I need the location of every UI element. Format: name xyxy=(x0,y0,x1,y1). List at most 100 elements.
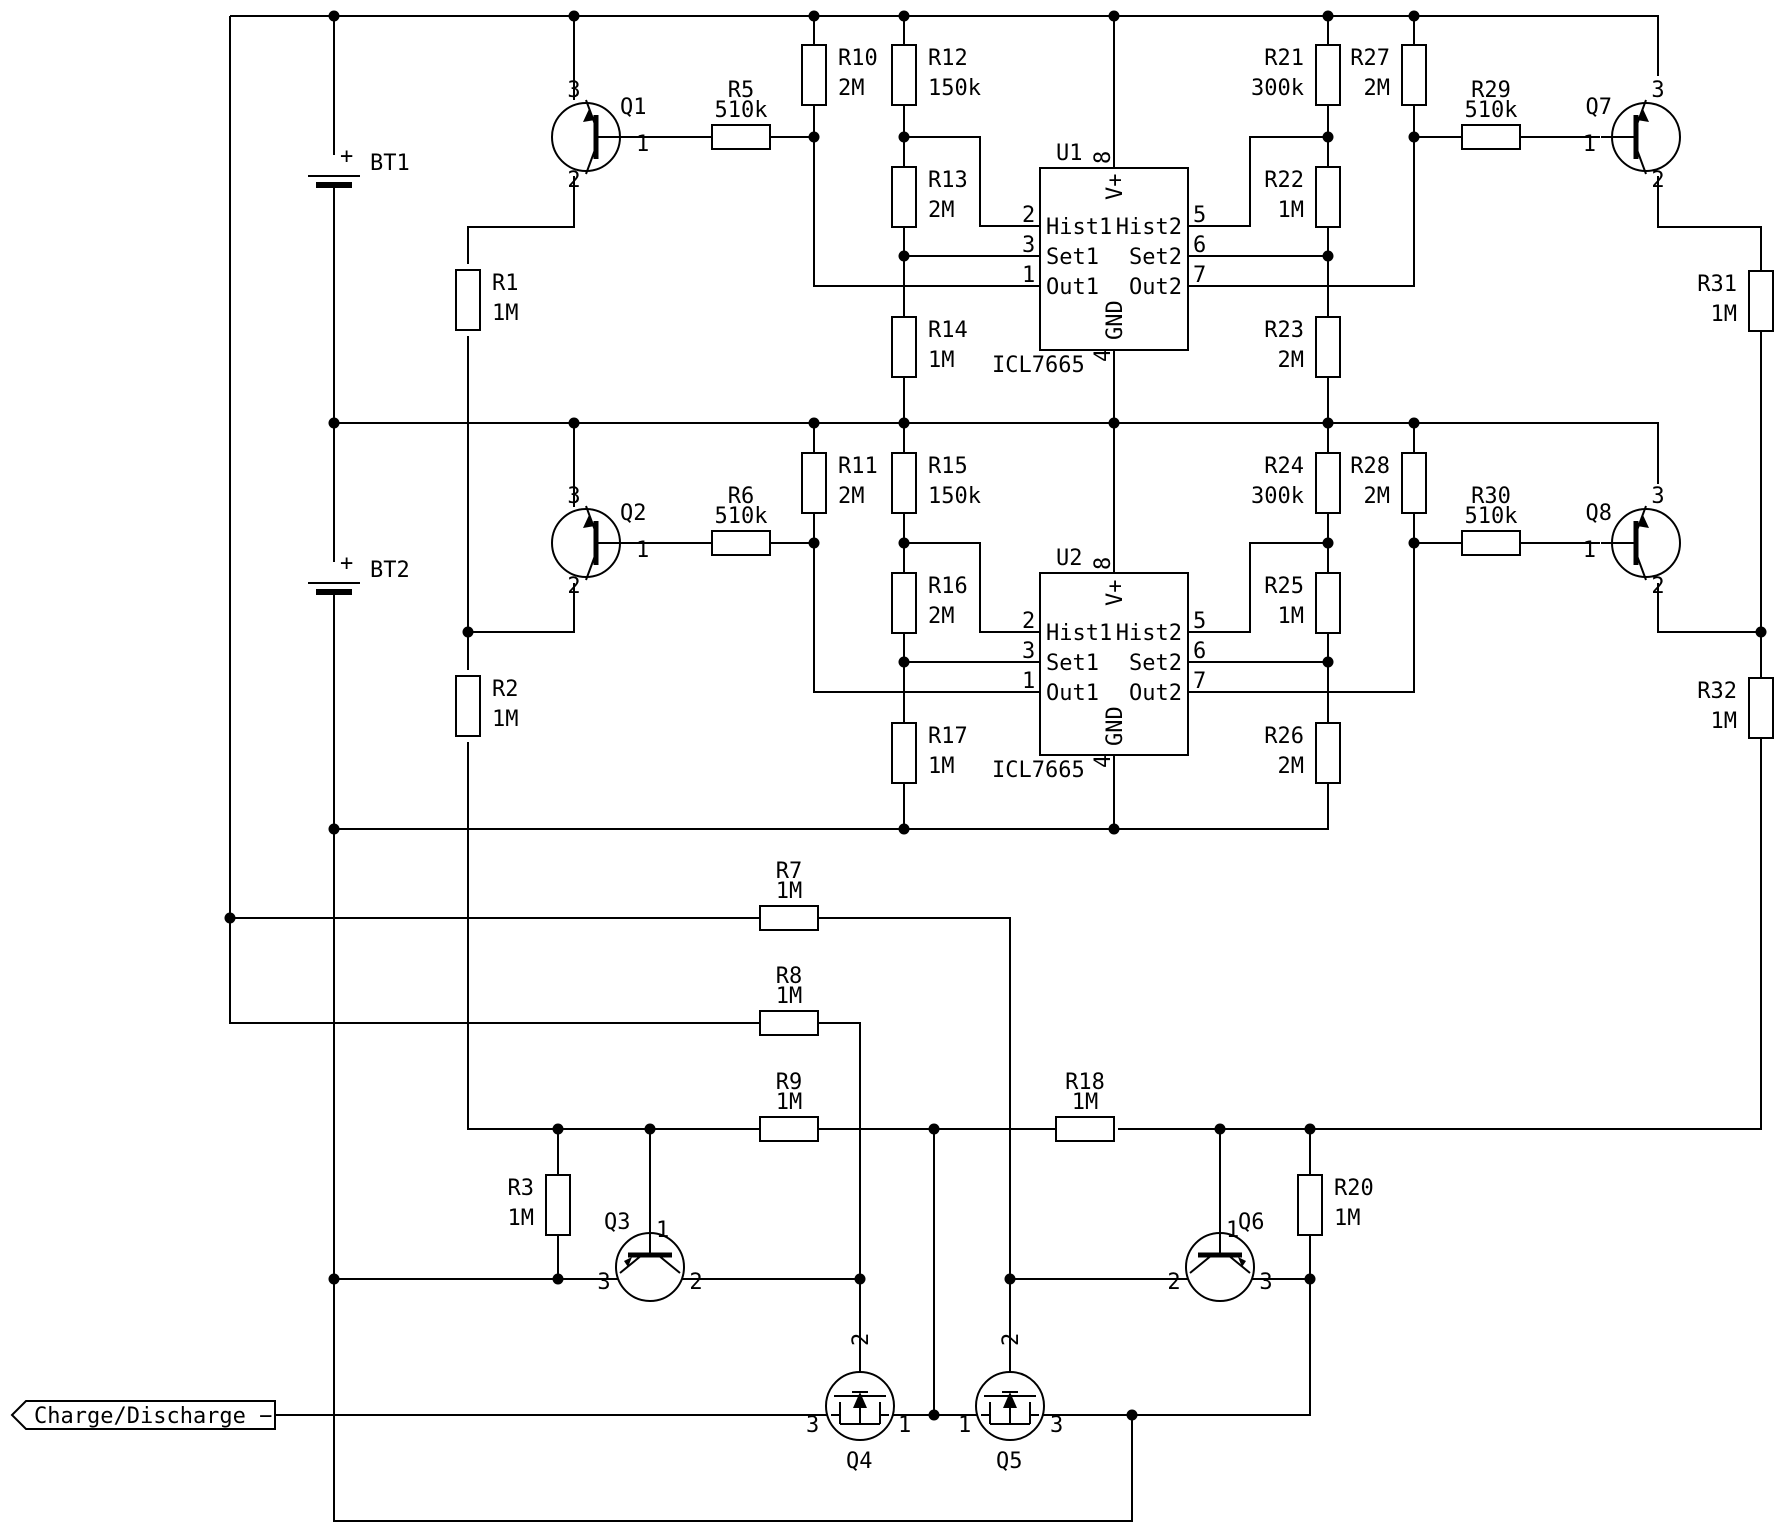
pin-number: 3 xyxy=(567,484,580,509)
ref-label: Q3 xyxy=(604,1210,631,1235)
ref-label: R7 xyxy=(776,859,803,884)
value-label: 1M xyxy=(776,1090,803,1115)
ic-part: ICL7665 xyxy=(992,353,1085,378)
junction-dot xyxy=(1322,131,1334,143)
pin-number: 1 xyxy=(636,132,649,157)
ic-pin-number: 5 xyxy=(1193,203,1206,228)
junction-dot xyxy=(1322,417,1334,429)
ref-label: R18 xyxy=(1065,1070,1105,1095)
ref-label: R15 xyxy=(928,454,968,479)
pin-number: 2 xyxy=(849,1333,874,1346)
ic-pin-name: Hist1 xyxy=(1046,621,1112,646)
ic-pin-name: Out2 xyxy=(1129,275,1182,300)
ic-pin-number: 1 xyxy=(1022,669,1035,694)
junction-dot xyxy=(644,1123,656,1135)
junction-dot xyxy=(898,10,910,22)
resistor-r24: R24 300k xyxy=(1251,452,1341,514)
junction-dot xyxy=(898,537,910,549)
battery-plus: + xyxy=(340,551,353,576)
value-label: 1M xyxy=(1334,1206,1361,1231)
junction-dot xyxy=(1126,1409,1138,1421)
pin-number: 3 xyxy=(806,1413,819,1438)
value-label: 300k xyxy=(1251,76,1304,101)
port-label: Charge/Discharge − xyxy=(34,1404,272,1429)
ref-label: R1 xyxy=(492,271,519,296)
junction-dot xyxy=(808,417,820,429)
ic-ref: U2 xyxy=(1056,546,1083,571)
junction-dot xyxy=(1004,1273,1016,1285)
junction-dot xyxy=(898,131,910,143)
battery-bt1: + BT1 xyxy=(308,144,410,188)
ref-label: Q7 xyxy=(1586,95,1613,120)
pin-number: 1 xyxy=(656,1218,669,1243)
port-charge-discharge: Charge/Discharge − xyxy=(10,1400,276,1430)
junction-dot xyxy=(1408,10,1420,22)
ic-pin-number: 8 xyxy=(1091,557,1116,570)
ic-pin-number: 7 xyxy=(1193,263,1206,288)
junction-dot xyxy=(1322,250,1334,262)
ref-label: R13 xyxy=(928,168,968,193)
ref-label: R29 xyxy=(1471,78,1511,103)
pin-number: 2 xyxy=(1651,168,1664,193)
ref-label: BT1 xyxy=(370,151,410,176)
pin-number: 1 xyxy=(898,1413,911,1438)
ic-pin-name: Hist2 xyxy=(1116,621,1182,646)
junction-dot xyxy=(1304,1123,1316,1135)
junction-dot xyxy=(928,1409,940,1421)
value-label: 1M xyxy=(1278,604,1305,629)
junction-dot xyxy=(328,1273,340,1285)
ref-label: R28 xyxy=(1350,454,1390,479)
ref-label: R8 xyxy=(776,964,803,989)
ref-label: R17 xyxy=(928,724,968,749)
pin-number: 2 xyxy=(689,1270,702,1295)
ref-label: Q1 xyxy=(620,95,647,120)
ic-u1: U1 ICL7665 Hist1 Set1 Out1 Hist2 Set2 Ou… xyxy=(992,141,1206,378)
junction-dot xyxy=(568,10,580,22)
ic-pin-name: Set2 xyxy=(1129,245,1182,270)
ic-pin-name: Out2 xyxy=(1129,681,1182,706)
ref-label: R24 xyxy=(1264,454,1304,479)
junction-dot xyxy=(1304,1273,1316,1285)
ic-pin-number: 6 xyxy=(1193,233,1206,258)
ref-label: R22 xyxy=(1264,168,1304,193)
value-label: 1M xyxy=(1278,198,1305,223)
junctions xyxy=(224,10,1767,1421)
value-label: 2M xyxy=(928,198,955,223)
value-label: 2M xyxy=(838,76,865,101)
junction-dot xyxy=(552,1123,564,1135)
ref-label: R25 xyxy=(1264,574,1304,599)
junction-dot xyxy=(854,1273,866,1285)
pin-number: 3 xyxy=(567,78,580,103)
value-label: 300k xyxy=(1251,484,1304,509)
junction-dot xyxy=(1755,626,1767,638)
ref-label: Q8 xyxy=(1586,501,1613,526)
ic-pin-name: GND xyxy=(1103,300,1128,340)
junction-dot xyxy=(898,823,910,835)
pin-number: 2 xyxy=(1167,1270,1180,1295)
ref-label: R26 xyxy=(1264,724,1304,749)
ic-pin-number: 6 xyxy=(1193,639,1206,664)
ref-label: Q4 xyxy=(846,1449,873,1474)
junction-dot xyxy=(808,537,820,549)
value-label: 1M xyxy=(928,348,955,373)
pin-number: 2 xyxy=(1651,574,1664,599)
pin-number: 1 xyxy=(636,538,649,563)
ref-label: R6 xyxy=(728,484,755,509)
